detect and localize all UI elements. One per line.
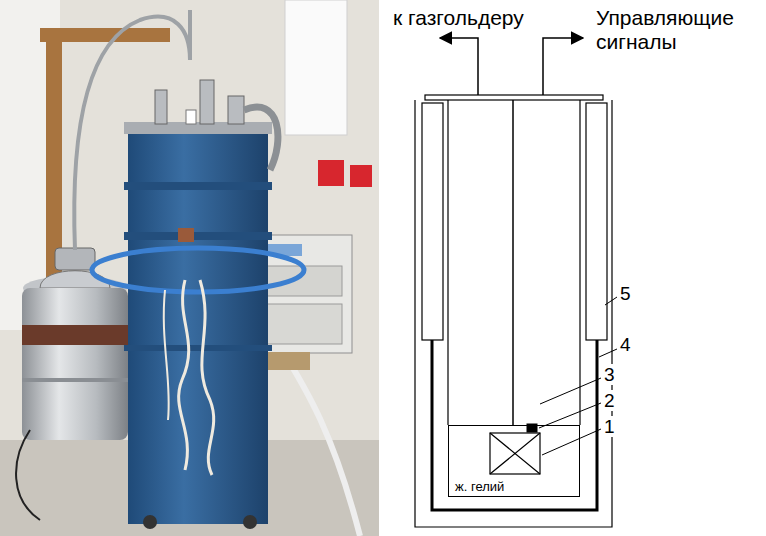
- poster: [285, 0, 347, 135]
- flange: [124, 232, 272, 240]
- leader-line: [542, 429, 601, 455]
- callout-number-box: 3: [603, 364, 616, 386]
- callout-number: 4: [620, 334, 631, 355]
- chamber-wall: [579, 100, 580, 425]
- outlet-label-box: к газгольдеру: [393, 6, 524, 30]
- leader-line: [599, 349, 617, 357]
- cable: [200, 280, 214, 475]
- socket: [318, 160, 344, 186]
- callout-number-box: 2: [603, 390, 616, 412]
- callout-number: 1: [603, 416, 616, 437]
- cryostat-lid: [124, 122, 272, 134]
- shield: [586, 103, 607, 340]
- callout-number: 5: [620, 283, 631, 304]
- flange: [124, 345, 272, 351]
- hose: [244, 107, 278, 170]
- dewar-seam: [22, 378, 128, 382]
- sample-holder: [490, 433, 540, 474]
- cable: [179, 280, 189, 470]
- sample-holder-cross: [490, 433, 540, 474]
- node-text: ж. гелий: [455, 480, 504, 494]
- transfer-line: [74, 17, 190, 250]
- socket: [350, 165, 372, 187]
- callout-number: 2: [603, 390, 616, 411]
- ring: [92, 248, 304, 292]
- wheel: [243, 515, 257, 529]
- schematic: [415, 38, 617, 527]
- leader-line: [605, 297, 617, 305]
- callout-number-box: 4: [620, 334, 631, 356]
- fitting: [186, 110, 196, 124]
- rod: [512, 100, 514, 425]
- wheel: [143, 515, 157, 529]
- signal-arrow: [543, 38, 583, 95]
- chamber-wall: [447, 100, 448, 425]
- flange: [124, 182, 272, 190]
- helium-bath: ж. гелий: [448, 425, 580, 497]
- panel: [262, 304, 342, 344]
- outlet-label: к газгольдеру: [393, 6, 524, 29]
- dewar-band: [22, 325, 128, 345]
- cable: [16, 430, 40, 520]
- signal-label: Управляющие сигналы: [596, 6, 734, 53]
- outer-vessel: [415, 100, 612, 527]
- plate: [178, 228, 194, 242]
- top-plate: [425, 95, 603, 100]
- dewar-body: [22, 288, 128, 440]
- callout-number: 3: [603, 364, 616, 385]
- signal-label-box: Управляющие сигналы: [596, 6, 762, 54]
- fitting: [155, 90, 167, 124]
- callout-number-box: 5: [620, 283, 631, 305]
- transfer-line: [188, 10, 192, 60]
- dewar-valve: [55, 248, 95, 270]
- fitting: [200, 80, 214, 124]
- inner-vessel: [432, 340, 597, 510]
- shield: [422, 103, 443, 340]
- callout-number-box: 1: [603, 416, 616, 438]
- wall: [0, 0, 379, 536]
- cable: [164, 290, 169, 420]
- photo: [0, 0, 379, 536]
- outlet-arrow: [440, 38, 478, 95]
- leader-line: [540, 378, 601, 404]
- fitting: [228, 96, 244, 124]
